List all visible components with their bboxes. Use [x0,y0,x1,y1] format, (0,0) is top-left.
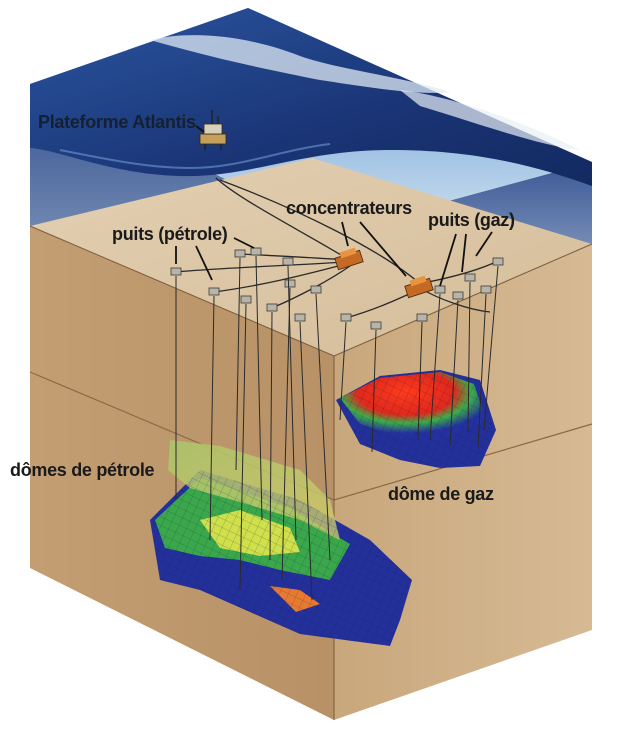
oil-well-head [170,267,182,276]
riser-line [219,179,419,283]
hubs [334,247,434,299]
oil-well-bore [281,287,291,581]
label-platform: Plateforme Atlantis [38,112,196,132]
arrow-oil-wells [195,245,213,281]
gas-well-head [452,291,464,300]
oil-reservoir-grid [150,470,412,646]
arrow-platform [195,125,205,133]
oil-well-head [282,257,294,266]
label-oil-domes: dômes de pétrole [10,460,155,480]
oil-well-head [250,247,262,256]
oil-well-bore [239,303,247,591]
oil-well-bore [235,257,241,471]
gas-well-bore [449,299,459,447]
leader-arrows [175,125,493,287]
gas-reservoir [336,370,496,468]
gas-well-bore [417,321,423,441]
arrow-gas-wells [439,233,457,287]
sea-surface [30,8,592,186]
oil-well-head [208,287,220,296]
gas-well-bore [429,293,441,441]
cloud-band [400,90,580,150]
oil-flowline [175,261,347,273]
oil-well-head [284,279,296,288]
gas-well-head [340,313,352,322]
oil-well-head [240,295,252,304]
oil-flowline [213,263,347,293]
oil-well-bore [269,311,273,561]
oil-well-head [234,249,246,258]
arrow-gas-wells [461,233,467,273]
arrow-hubs [341,221,349,247]
oil-well-bore [209,295,215,541]
gas-well-bore [477,293,487,449]
gas-well-bore [371,329,377,453]
oil-well-head [294,313,306,322]
cloud-band [150,35,450,93]
label-hubs: concentrateurs [286,198,412,218]
riser-line [215,177,347,259]
label-gas-dome: dôme de gaz [388,484,494,504]
oil-hub [334,247,364,271]
wave-highlight [59,143,331,170]
gas-well-bore [467,281,471,433]
gas-well-head [464,273,476,282]
gas-well-bore [339,321,347,421]
gas-well-bore [483,265,499,431]
seafloor-surface [30,158,592,356]
oil-well-bore [315,293,331,561]
well-bores [175,255,499,601]
well-heads [170,247,504,330]
gas-well-head [492,257,504,266]
gas-well-head [480,285,492,294]
oil-well-head [266,303,278,312]
oil-well-bore [299,321,313,601]
gas-well-head [416,313,428,322]
label-oil-wells: puits (pétrole) [112,224,228,244]
arrow-hubs [359,221,407,277]
ocean-surface [30,8,592,232]
label-gas-wells: puits (gaz) [428,210,515,230]
gas-reservoir-grid [336,370,496,468]
gas-hub [404,275,434,299]
oil-well-head [310,285,322,294]
seafloor [30,158,592,356]
platform-atlantis [199,110,227,150]
arrow-oil-wells [233,237,255,249]
gas-well-head [370,321,382,330]
arrow-gas-wells [475,231,493,257]
oil-well-bore [255,255,263,521]
gas-well-head [434,285,446,294]
